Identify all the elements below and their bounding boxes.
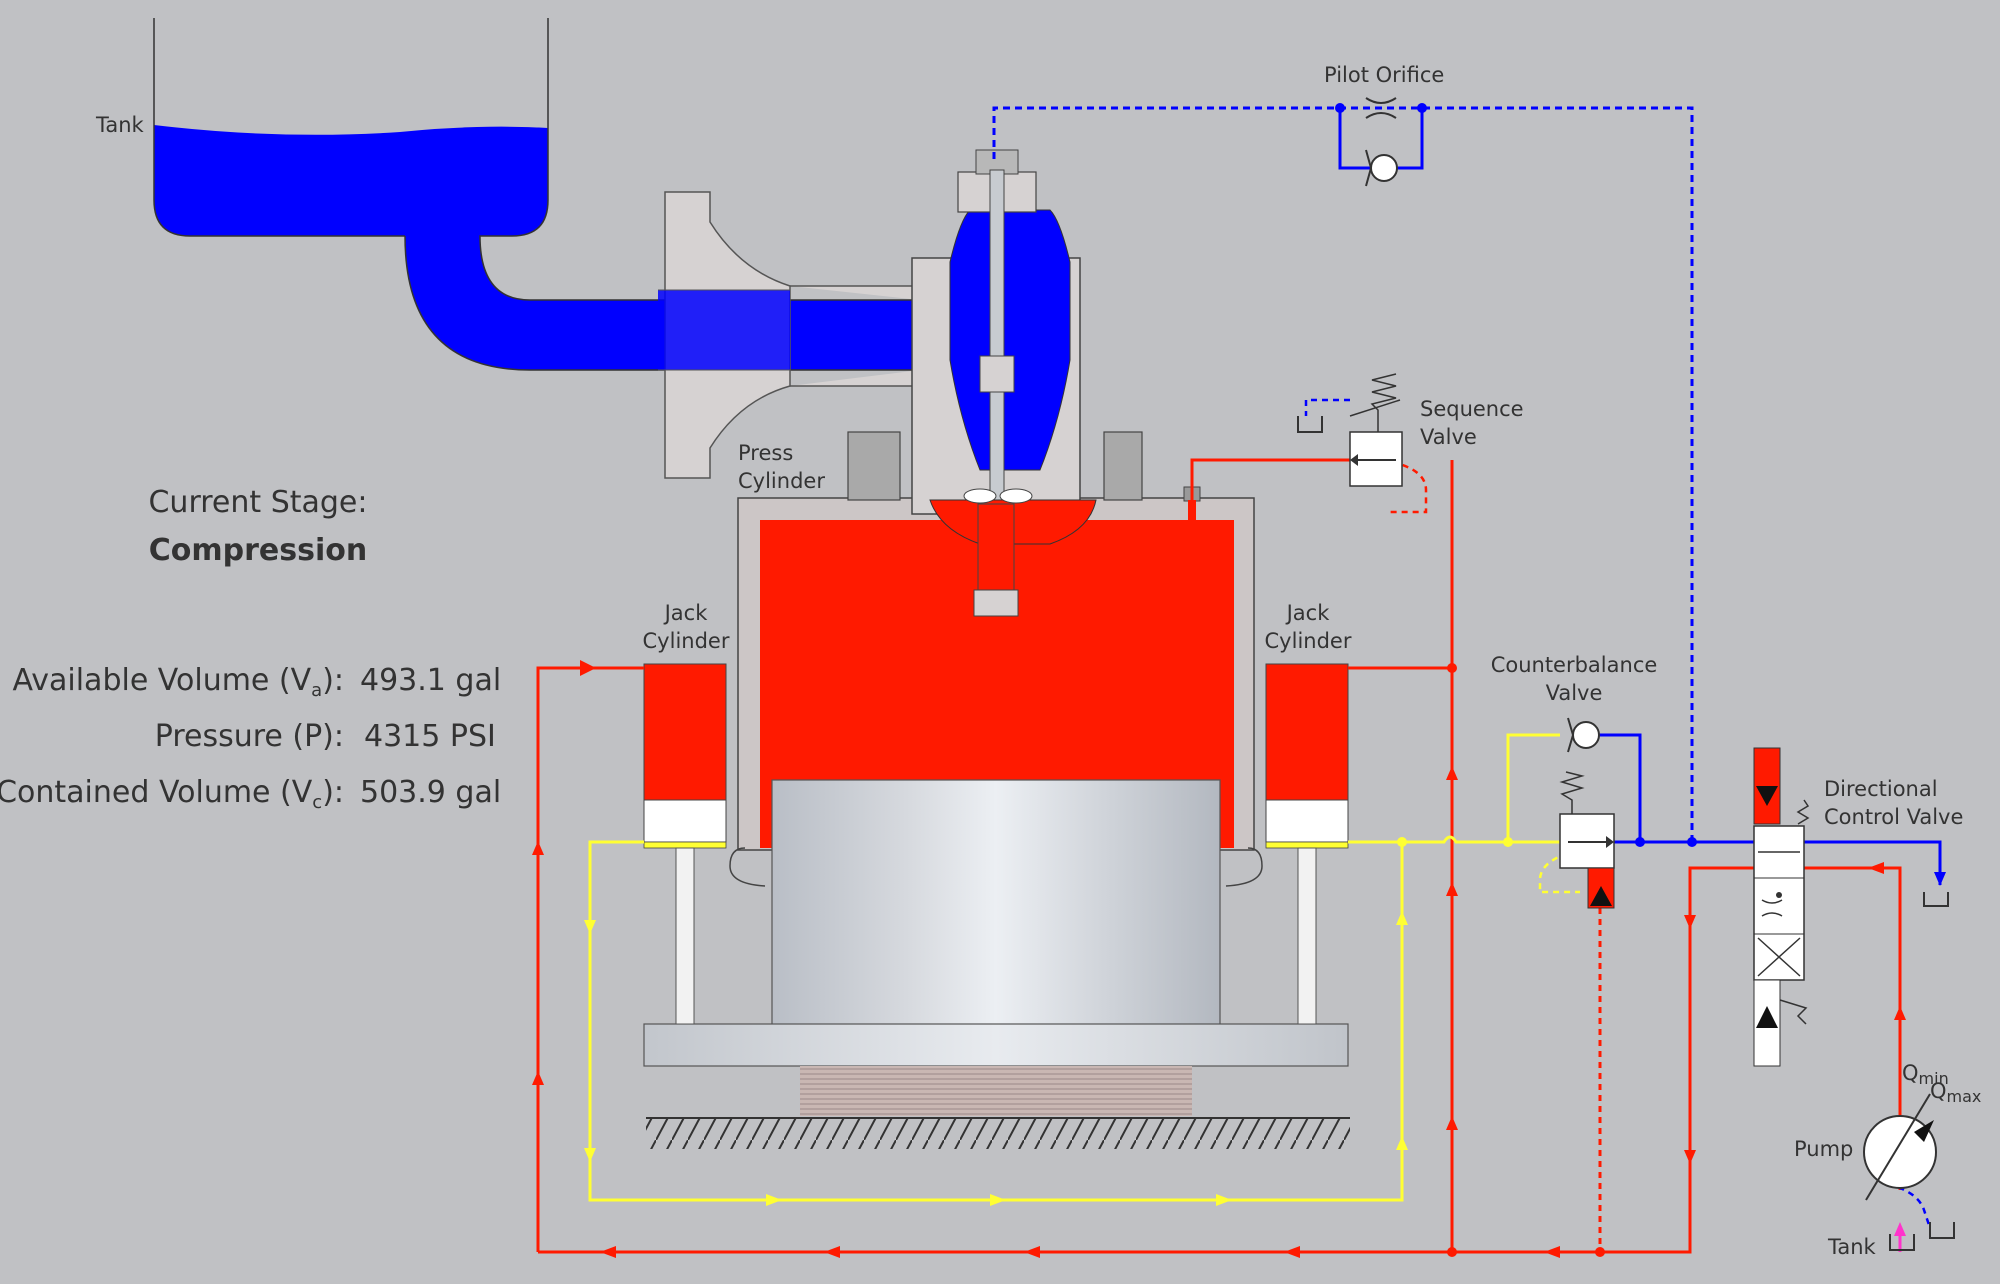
- sequence-valve-label-line1: Sequence: [1420, 397, 1524, 421]
- flow-arrows: [532, 660, 1906, 1258]
- q-max-label: Qmax: [1930, 1079, 1981, 1106]
- pressure-value: 4315 PSI: [364, 719, 496, 754]
- prefill-valve: [911, 149, 1097, 617]
- q-min-label: Qmin: [1902, 1061, 1949, 1088]
- press-cylinder-label-line2: Cylinder: [738, 469, 825, 493]
- available-volume-value: 493.1 gal: [360, 663, 501, 698]
- stage-heading: Current Stage:: [148, 485, 367, 520]
- available-volume-label: Available Volume (Va):: [12, 663, 344, 701]
- sequence-valve: [1297, 373, 1403, 487]
- pressure-label: Pressure (P):: [155, 719, 344, 754]
- pilot-orifice-label: Pilot Orifice: [1324, 63, 1444, 87]
- pump-label: Pump: [1794, 1137, 1853, 1161]
- directional-control-valve-label-line2: Control Valve: [1824, 805, 1963, 829]
- tank-bottom-label: Tank: [1827, 1235, 1877, 1259]
- return-lines: [588, 733, 1580, 1202]
- ground: [646, 1119, 1350, 1149]
- counterbalance-valve-label-line2: Valve: [1546, 681, 1603, 705]
- directional-control-valve-label-line1: Directional: [1824, 777, 1938, 801]
- jack-cylinder-right: [1265, 663, 1349, 1025]
- jack-cylinder-left-label-line1: Jack: [663, 601, 709, 625]
- pump: [1863, 892, 1955, 1251]
- jack-cylinder-left-label-line2: Cylinder: [643, 629, 730, 653]
- tank-top-label: Tank: [95, 113, 145, 137]
- sequence-valve-label-line2: Valve: [1420, 425, 1477, 449]
- jack-cylinder-right-label-line1: Jack: [1285, 601, 1331, 625]
- jack-cylinder-left: [643, 663, 727, 1025]
- counterbalance-valve-label-line1: Counterbalance: [1491, 653, 1658, 677]
- pipe-flange: [658, 191, 921, 479]
- pilot-orifice: [1365, 97, 1398, 187]
- stage-value: Compression: [149, 533, 367, 568]
- platen: [643, 1023, 1349, 1067]
- jack-cylinder-right-label-line2: Cylinder: [1265, 629, 1352, 653]
- directional-control-valve: [1753, 747, 1810, 1067]
- press-ram: [771, 779, 1221, 1027]
- press-cylinder-label-line1: Press: [738, 441, 793, 465]
- counterbalance-valve: [1559, 717, 1615, 909]
- workpiece: [800, 1066, 1192, 1116]
- contained-volume-value: 503.9 gal: [360, 775, 501, 810]
- contained-volume-label: Contained Volume (Vc):: [0, 775, 344, 813]
- top-tank: [153, 18, 930, 371]
